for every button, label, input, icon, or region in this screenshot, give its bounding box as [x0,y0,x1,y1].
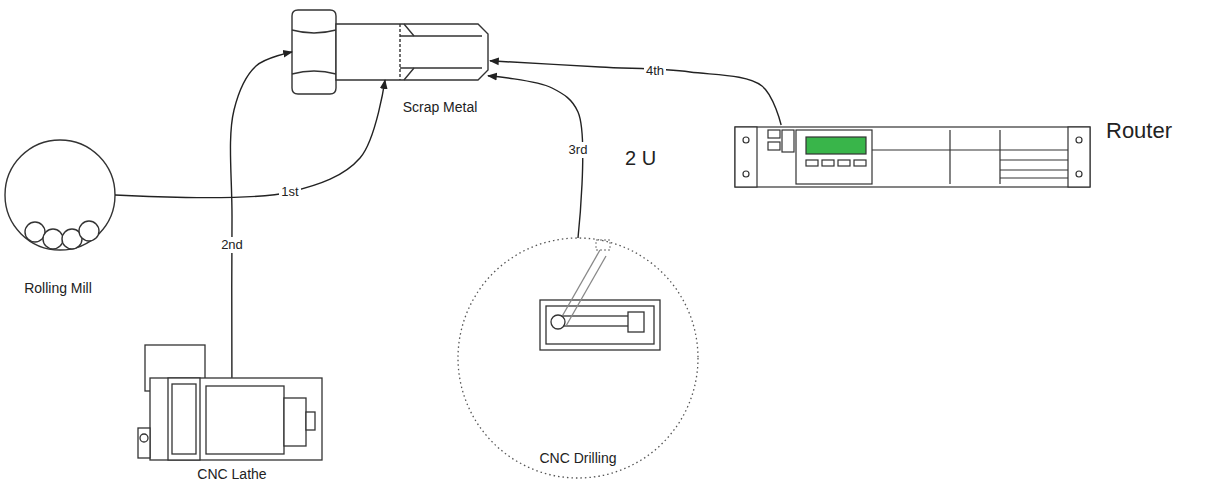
lathe-icon [138,345,322,460]
drill-swing [560,250,600,320]
lathe-chuck [138,428,150,458]
router-ear [1068,127,1090,187]
router-port [768,142,780,150]
machine-label: CNC Lathe [197,466,266,483]
lathe-knob [306,412,315,430]
machine-node: Router [735,125,1090,187]
router-port [782,130,794,152]
lathe-body [150,378,322,460]
bolt-head [292,10,336,94]
mill-roller [43,229,63,249]
order-label: 1st [279,184,300,200]
drill-table [540,300,660,350]
machine-node: Scrap Metal [290,8,490,96]
router-display [806,137,866,154]
mill-drum [5,140,115,250]
router-ear [735,127,757,187]
drill-reach [458,238,698,478]
lathe-spindle [140,434,148,442]
drill-head [628,312,644,332]
router-chassis [735,127,1090,187]
drill-swing-head [596,240,610,250]
rack-hole [743,137,749,143]
order-label: 2nd [219,237,245,253]
router-button [838,160,850,166]
flow-arrow [115,80,385,197]
machine-node: CNC Drilling [458,238,698,478]
machine-label: CNC Drilling [539,450,616,467]
rack-hole [1076,137,1082,143]
machine-node: Rolling Mill [5,140,115,250]
router-panel [796,130,872,184]
drill-swing [566,256,606,326]
bolt-thread-chamfer [404,24,414,80]
bolt-thread-start [399,24,400,80]
mill-roller [79,221,99,241]
rolling-mill-icon [5,140,115,250]
bolt-shaft [336,24,488,80]
machine-label: Router [1106,118,1172,144]
machine-label: Rolling Mill [24,280,92,297]
bolt-head-face [292,30,336,74]
lathe-headstock [168,378,200,460]
bolt-icon [292,10,488,94]
order-label: 3rd [567,142,590,158]
order-label: 4th [644,63,666,79]
lathe-bed [206,386,284,454]
router-button [806,160,818,166]
flow-arrow [230,52,292,378]
drill-frame [546,306,654,344]
router-icon [735,127,1090,187]
bolt-thread [400,36,482,68]
lathe-door [172,384,196,454]
rack-size-label: 2 U [625,146,656,170]
router-port [768,130,780,138]
router-rails [872,130,1068,184]
drill-pivot [551,315,565,329]
machine-label: Scrap Metal [403,99,478,116]
rack-hole [1076,171,1082,177]
rack-hole [743,171,749,177]
router-button [822,160,834,166]
machine-node: CNC Lathe [135,345,325,462]
mill-roller [25,222,45,242]
drill-arm [556,316,636,326]
flow-arrow [490,61,781,125]
drilling-icon [458,238,698,478]
lathe-tailstock [284,398,306,446]
router-button [854,160,866,166]
